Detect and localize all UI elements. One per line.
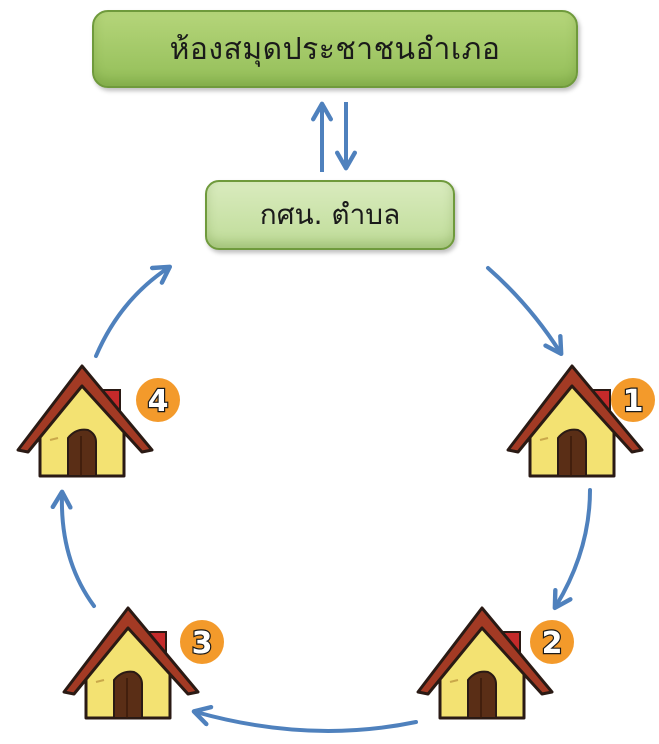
arrow-house-4-to-mid-icon: [94, 264, 173, 358]
arrow-house-2-to-3-icon: [191, 704, 418, 733]
house-1-badge: [611, 378, 655, 422]
arrow-house-1-to-2-icon: [552, 488, 592, 611]
arrow-mid-to-house-1-icon: [486, 266, 564, 357]
house-3-icon: [62, 606, 200, 720]
district-library-label: ห้องสมุดประชาชนอำเภอ: [169, 31, 501, 67]
house-2-icon: [416, 606, 554, 720]
house-2-badge: [530, 620, 574, 664]
district-library-box: ห้องสมุดประชาชนอำเภอ: [92, 10, 578, 88]
subdistrict-center-label: กศน. ตำบล: [259, 198, 401, 231]
house-4-badge: [136, 378, 180, 422]
house-1-number: 1: [623, 384, 644, 419]
house-4-number: 4: [148, 384, 169, 419]
house-2-number: 2: [542, 626, 563, 661]
house-4: 4: [16, 364, 180, 478]
house-4-icon: [16, 364, 154, 478]
house-3-badge: [180, 620, 224, 664]
subdistrict-center-box: กศน. ตำบล: [205, 180, 455, 250]
house-3-number: 3: [192, 626, 213, 661]
arrow-house-3-to-4-icon: [50, 489, 96, 608]
house-3: 3: [62, 606, 224, 720]
house-1: 1: [506, 364, 655, 478]
house-2: 2: [416, 606, 574, 720]
